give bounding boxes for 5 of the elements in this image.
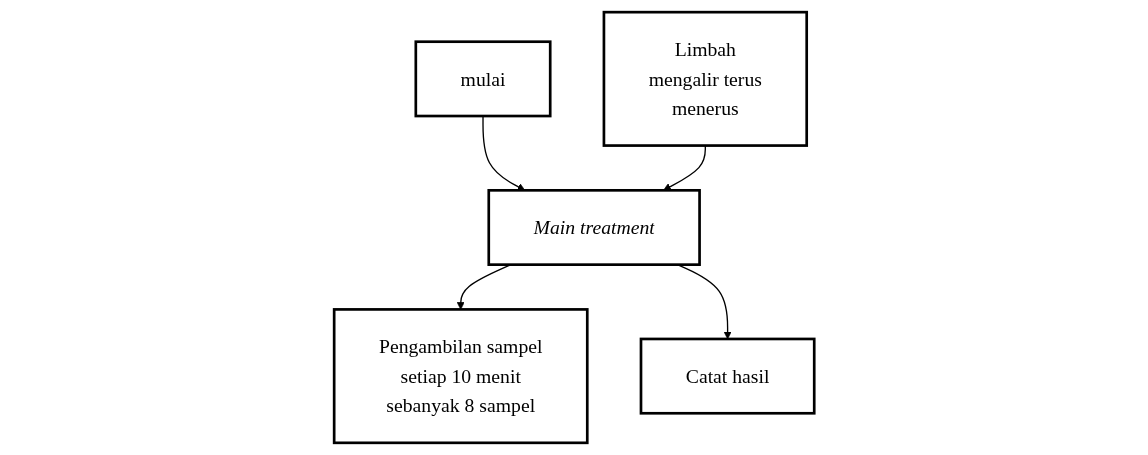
node-box: Pengambilan sampel setiap 10 menit sebanyak 8 sampel <box>332 308 589 445</box>
node-box: Main treatment <box>487 189 701 266</box>
node-box: Catat hasil <box>639 337 816 415</box>
node-box: Limbah mengalir terus menerus <box>602 10 808 147</box>
node-box: mulai <box>414 40 552 118</box>
